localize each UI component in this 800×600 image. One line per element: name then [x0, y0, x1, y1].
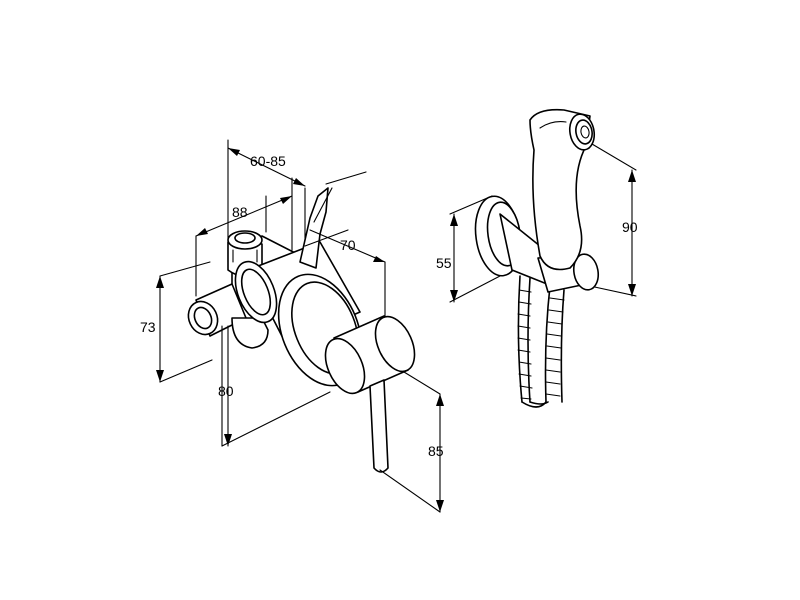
dimension-70: 70: [340, 237, 356, 253]
dimension-80: 80: [218, 383, 234, 399]
dimension-60-85: 60-85: [250, 153, 286, 169]
dimension-73: 73: [140, 319, 156, 335]
dimension-90: 90: [622, 219, 638, 235]
dimension-88: 88: [232, 204, 248, 220]
hand-shower-drawing: [449, 108, 637, 408]
dimension-55: 55: [436, 255, 452, 271]
mixer-valve-drawing: [156, 139, 444, 513]
dimension-85: 85: [428, 443, 444, 459]
